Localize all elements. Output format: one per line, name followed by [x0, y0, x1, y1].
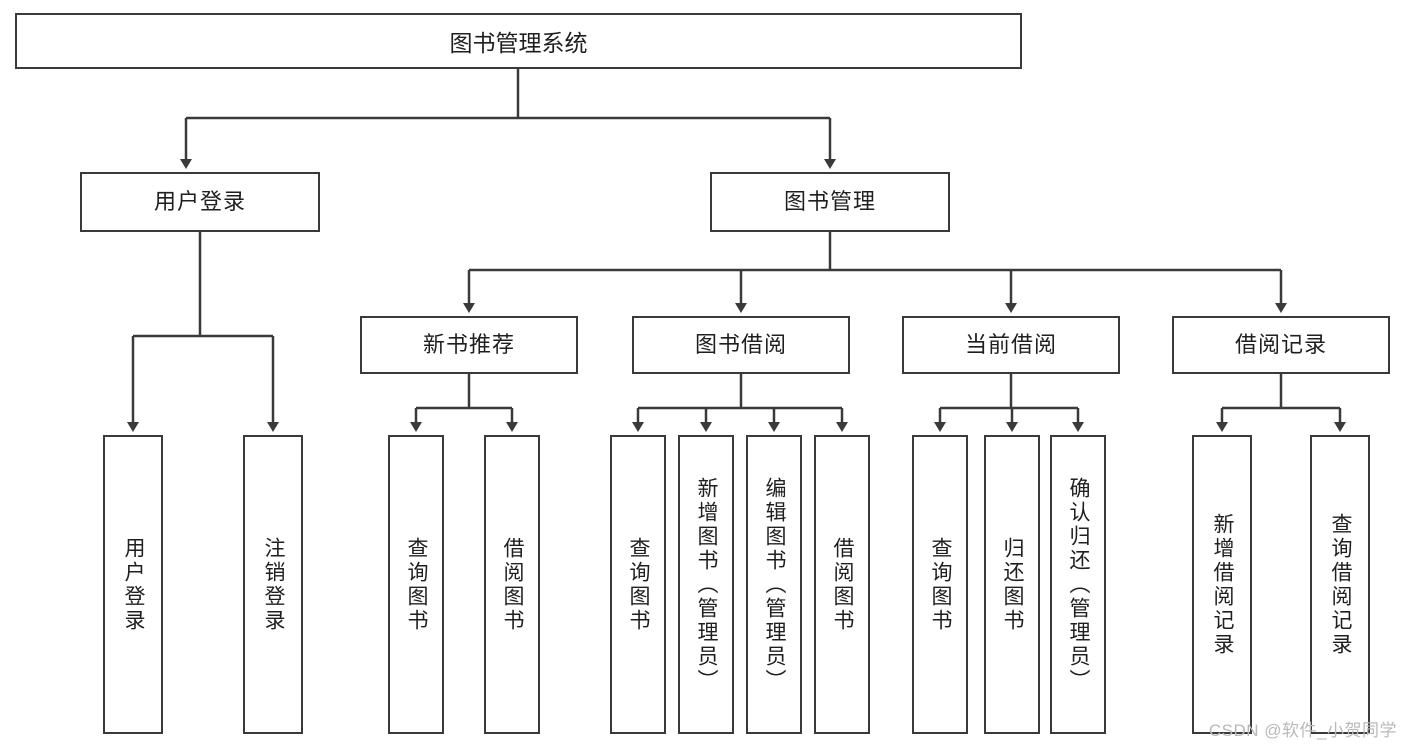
node-root[interactable]: 图书管理系统	[15, 13, 1022, 69]
leaf-query-book-current-label: 查询图书	[929, 536, 953, 633]
leaf-confirm-return[interactable]: 确认归还（管理员）	[1050, 435, 1106, 734]
node-new-book-recommend[interactable]: 新书推荐	[360, 316, 578, 374]
node-user-login[interactable]: 用户登录	[80, 172, 320, 232]
leaf-query-book-rec-label: 查询图书	[405, 536, 429, 633]
node-current-borrow[interactable]: 当前借阅	[902, 316, 1120, 374]
leaf-query-book-rec[interactable]: 查询图书	[388, 435, 444, 734]
node-user-login-label: 用户登录	[153, 188, 246, 214]
node-borrow-record-label: 借阅记录	[1234, 331, 1327, 357]
leaf-add-borrow-record-label: 新增借阅记录	[1211, 512, 1235, 657]
leaf-query-borrow-record[interactable]: 查询借阅记录	[1310, 435, 1370, 734]
leaf-query-book-borrow[interactable]: 查询图书	[610, 435, 666, 734]
leaf-user-login-label: 用户登录	[122, 536, 146, 633]
leaf-query-book-borrow-label: 查询图书	[627, 536, 651, 633]
leaf-query-borrow-record-label: 查询借阅记录	[1329, 512, 1353, 657]
leaf-user-login[interactable]: 用户登录	[103, 435, 163, 734]
node-new-book-recommend-label: 新书推荐	[422, 331, 515, 357]
leaf-logout-login-label: 注销登录	[262, 536, 286, 633]
leaf-add-book-admin-label: 新增图书（管理员）	[695, 476, 719, 693]
node-book-borrow[interactable]: 图书借阅	[632, 316, 850, 374]
leaf-add-book-admin[interactable]: 新增图书（管理员）	[678, 435, 734, 734]
node-book-manage-label: 图书管理	[783, 188, 876, 214]
leaf-logout-login[interactable]: 注销登录	[243, 435, 303, 734]
leaf-query-book-current[interactable]: 查询图书	[912, 435, 968, 734]
node-book-manage[interactable]: 图书管理	[710, 172, 950, 232]
leaf-return-book-label: 归还图书	[1001, 536, 1025, 633]
node-borrow-record[interactable]: 借阅记录	[1172, 316, 1390, 374]
csdn-watermark: CSDN @软件_小贺同学	[1208, 721, 1397, 740]
leaf-confirm-return-label: 确认归还（管理员）	[1067, 476, 1091, 693]
leaf-return-book[interactable]: 归还图书	[984, 435, 1040, 734]
node-current-borrow-label: 当前借阅	[964, 331, 1057, 357]
leaf-borrow-book-rec-label: 借阅图书	[501, 536, 525, 633]
leaf-edit-book-admin[interactable]: 编辑图书（管理员）	[746, 435, 802, 734]
leaf-borrow-book-label: 借阅图书	[831, 536, 855, 633]
leaf-add-borrow-record[interactable]: 新增借阅记录	[1192, 435, 1252, 734]
node-book-borrow-label: 图书借阅	[694, 331, 787, 357]
leaf-borrow-book[interactable]: 借阅图书	[814, 435, 870, 734]
leaf-borrow-book-rec[interactable]: 借阅图书	[484, 435, 540, 734]
node-root-label: 图书管理系统	[449, 30, 588, 56]
leaf-edit-book-admin-label: 编辑图书（管理员）	[763, 476, 787, 693]
